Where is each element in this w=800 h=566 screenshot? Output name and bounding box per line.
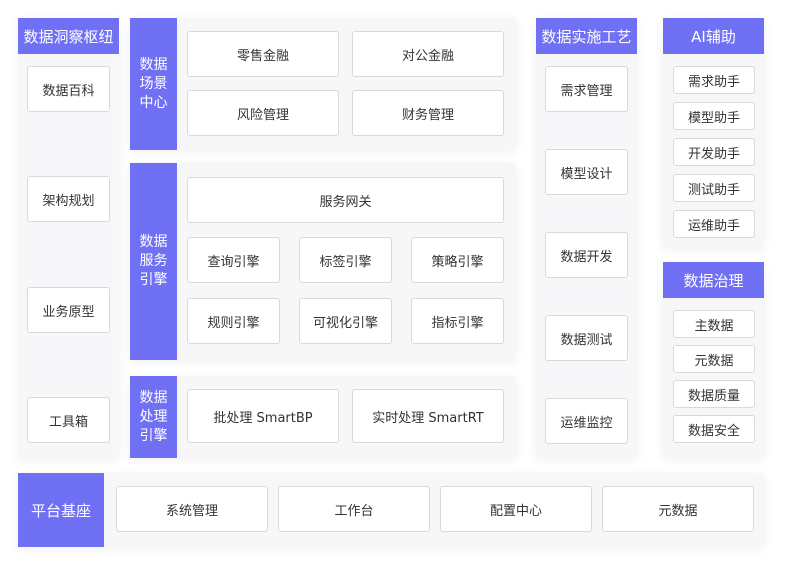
governance-item-data-security[interactable]: 数据安全 (673, 415, 755, 443)
governance-header: 数据治理 (663, 262, 764, 298)
insight-header: 数据洞察枢纽 (18, 18, 119, 54)
service-item-visualization-engine[interactable]: 可视化引擎 (299, 298, 392, 344)
ai-item-model-assistant[interactable]: 模型助手 (673, 102, 755, 130)
service-header: 数据 服务 引擎 (130, 163, 177, 360)
craft-item-monitoring[interactable]: 运维监控 (545, 398, 628, 444)
craft-item-development[interactable]: 数据开发 (545, 232, 628, 278)
ai-item-operations-assistant[interactable]: 运维助手 (673, 210, 755, 238)
scene-header: 数据 场景 中心 (130, 18, 177, 150)
service-gateway[interactable]: 服务网关 (187, 177, 504, 223)
ai-item-development-assistant[interactable]: 开发助手 (673, 138, 755, 166)
platform-item-workbench[interactable]: 工作台 (278, 486, 430, 532)
craft-header: 数据实施工艺 (536, 18, 637, 54)
insight-item-prototype[interactable]: 业务原型 (27, 287, 110, 333)
platform-header: 平台基座 (18, 473, 104, 547)
platform-item-system-management[interactable]: 系统管理 (116, 486, 268, 532)
platform-item-config-center[interactable]: 配置中心 (440, 486, 592, 532)
insight-item-architecture[interactable]: 架构规划 (27, 176, 110, 222)
scene-item-risk-management[interactable]: 风险管理 (187, 90, 339, 136)
service-item-strategy-engine[interactable]: 策略引擎 (411, 237, 504, 283)
service-item-rule-engine[interactable]: 规则引擎 (187, 298, 280, 344)
processing-header: 数据 处理 引擎 (130, 376, 177, 458)
insight-item-encyclopedia[interactable]: 数据百科 (27, 66, 110, 112)
governance-item-metadata[interactable]: 元数据 (673, 345, 755, 373)
ai-header: AI辅助 (663, 18, 764, 54)
processing-item-batch[interactable]: 批处理 SmartBP (187, 389, 339, 443)
service-item-metric-engine[interactable]: 指标引擎 (411, 298, 504, 344)
service-item-query-engine[interactable]: 查询引擎 (187, 237, 280, 283)
craft-item-requirements[interactable]: 需求管理 (545, 66, 628, 112)
scene-item-retail-finance[interactable]: 零售金融 (187, 31, 339, 77)
platform-item-metadata[interactable]: 元数据 (602, 486, 754, 532)
craft-item-testing[interactable]: 数据测试 (545, 315, 628, 361)
processing-item-realtime[interactable]: 实时处理 SmartRT (352, 389, 504, 443)
scene-item-finance-management[interactable]: 财务管理 (352, 90, 504, 136)
service-item-tag-engine[interactable]: 标签引擎 (299, 237, 392, 283)
ai-panel (663, 18, 764, 248)
ai-item-requirements-assistant[interactable]: 需求助手 (673, 66, 755, 94)
governance-item-master-data[interactable]: 主数据 (673, 310, 755, 338)
scene-item-corporate-finance[interactable]: 对公金融 (352, 31, 504, 77)
ai-item-testing-assistant[interactable]: 测试助手 (673, 174, 755, 202)
insight-item-toolbox[interactable]: 工具箱 (27, 397, 110, 443)
craft-item-model-design[interactable]: 模型设计 (545, 149, 628, 195)
governance-item-data-quality[interactable]: 数据质量 (673, 380, 755, 408)
